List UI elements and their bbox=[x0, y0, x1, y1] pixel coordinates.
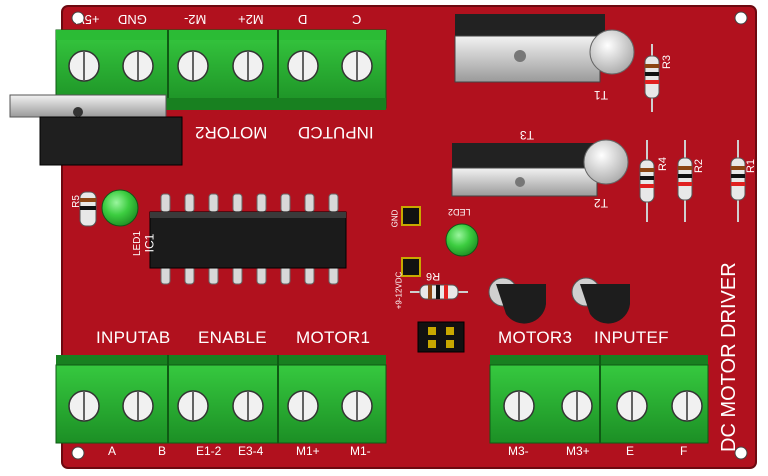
small-transistor-2 bbox=[571, 277, 630, 324]
pin-label-m3-minus: M3- bbox=[508, 444, 529, 458]
label-r3: R3 bbox=[661, 54, 674, 70]
pin-label-d: D bbox=[298, 12, 308, 27]
label-led2: LED2 bbox=[448, 207, 471, 217]
pin-label-m3-plus: M3+ bbox=[566, 444, 590, 458]
capacitor-1 bbox=[589, 29, 635, 75]
label-r5: R5 bbox=[70, 195, 82, 208]
label-enable: ENABLE bbox=[198, 328, 267, 347]
resistor-r4 bbox=[639, 140, 655, 222]
label-t3: T3 bbox=[520, 128, 535, 142]
resistor-r6 bbox=[410, 284, 468, 300]
pin-label-5v: +5V bbox=[76, 12, 100, 27]
terminal-screws-bottom-right bbox=[503, 390, 703, 422]
capacitor-2 bbox=[583, 139, 629, 185]
pin-label-e34: E3-4 bbox=[238, 444, 264, 458]
label-r1: R1 bbox=[745, 158, 758, 174]
resistor-r1 bbox=[730, 140, 746, 222]
led2 bbox=[445, 223, 479, 257]
label-r2: R2 bbox=[693, 158, 706, 174]
label-motor2: MOTOR2 bbox=[195, 123, 268, 142]
label-inputab: INPUTAB bbox=[96, 328, 171, 347]
pcb-outline bbox=[61, 5, 757, 469]
label-inputef: INPUTEF bbox=[594, 328, 669, 347]
label-motor3: MOTOR3 bbox=[498, 328, 573, 347]
board-title: DC MOTOR DRIVER bbox=[718, 262, 740, 452]
label-led1: LED1 bbox=[132, 230, 144, 257]
pin-label-m2-minus: M2- bbox=[184, 12, 207, 27]
terminal-block-bottom-left bbox=[55, 355, 387, 444]
label-gnd: GND bbox=[390, 209, 400, 228]
transistor-t1 bbox=[454, 14, 605, 83]
resistor-r3 bbox=[644, 44, 660, 112]
power-pads bbox=[401, 206, 421, 277]
ic1-chip bbox=[149, 193, 347, 285]
terminal-screws-bottom-left bbox=[68, 390, 373, 422]
small-transistor-1 bbox=[488, 277, 546, 324]
voltage-regulator bbox=[9, 94, 183, 166]
pin-label-c: C bbox=[352, 12, 362, 27]
label-r6: R6 bbox=[426, 270, 441, 282]
pin-label-m1-plus: M1+ bbox=[296, 444, 320, 458]
label-t2: T2 bbox=[594, 196, 609, 210]
pin-label-gnd: GND bbox=[118, 12, 147, 27]
pin-label-b: B bbox=[158, 444, 167, 458]
transistor-t3 bbox=[451, 143, 602, 197]
label-inputcd: INPUTCD bbox=[298, 123, 374, 142]
label-motor1: MOTOR1 bbox=[296, 328, 371, 347]
label-ic1: IC1 bbox=[142, 233, 157, 253]
pin-label-m2-plus: M2+ bbox=[238, 12, 264, 27]
pin-label-a: A bbox=[108, 444, 117, 458]
pin-label-f: F bbox=[680, 444, 688, 458]
led1 bbox=[101, 189, 139, 227]
pin-label-m1-minus: M1- bbox=[350, 444, 371, 458]
label-t1: T1 bbox=[594, 88, 609, 102]
pin-label-e: E bbox=[626, 444, 635, 458]
pin-label-e12: E1-2 bbox=[196, 444, 222, 458]
terminal-screws-top bbox=[68, 50, 373, 82]
resistor-r2 bbox=[677, 140, 693, 222]
resistor-r5 bbox=[79, 191, 97, 227]
label-r4: R4 bbox=[657, 156, 670, 172]
label-vdc: +9-12VDC bbox=[394, 271, 404, 310]
mounting-holes bbox=[71, 11, 748, 460]
jumper-header bbox=[417, 321, 465, 353]
